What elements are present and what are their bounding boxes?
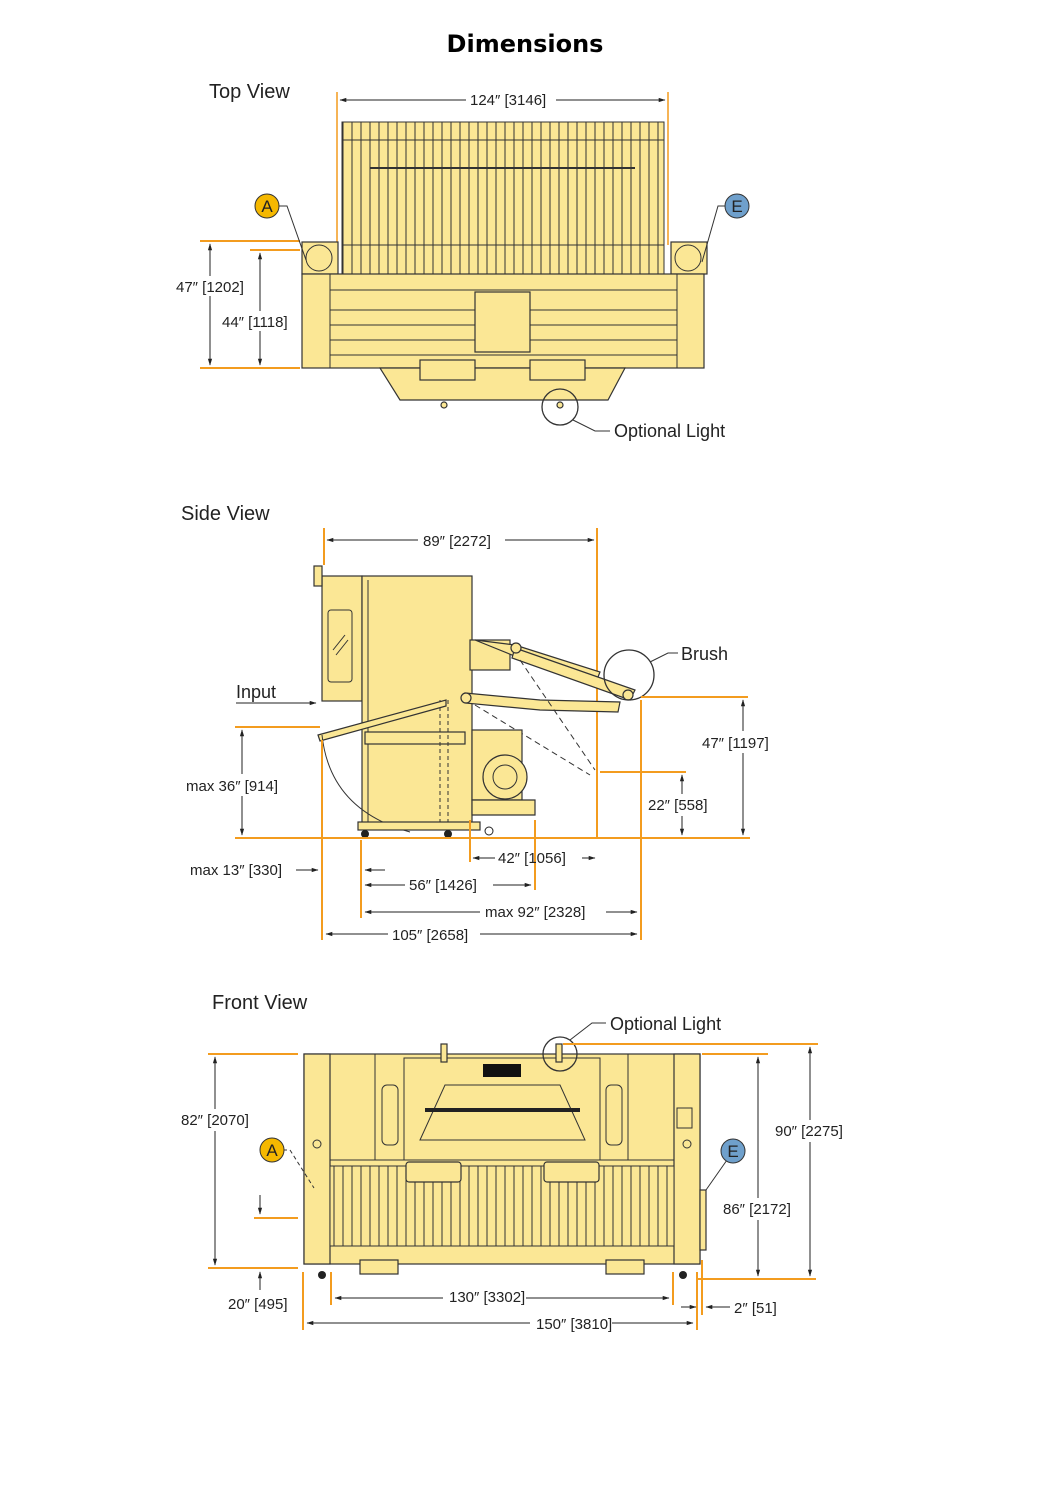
page-title: Dimensions (446, 30, 604, 58)
front-height-82-label: 82″ [2070] (181, 1112, 249, 1129)
front-height-90-label: 90″ [2275] (775, 1123, 843, 1140)
side-view-label: Side View (181, 503, 270, 525)
side-brush-label: Brush (681, 644, 728, 664)
front-width-130-label: 130″ [3302] (449, 1289, 525, 1306)
side-dim-105-label: 105″ [2658] (392, 927, 468, 944)
top-depth-body-label: 44″ [1118] (222, 314, 288, 331)
top-view-label: Top View (209, 81, 290, 103)
side-view-machine (313, 565, 636, 838)
top-view: Top View 124″ [3146] (172, 81, 750, 441)
top-width-label: 124″ [3146] (470, 92, 546, 109)
front-view-label: Front View (212, 992, 308, 1014)
side-dim-42-label: 42″ [1056] (498, 850, 566, 867)
badge-a-top: A (254, 193, 307, 261)
top-depth-overall-label: 47″ [1202] (176, 279, 244, 296)
top-view-machine (301, 121, 708, 409)
side-dim-92-label: max 92″ [2328] (485, 904, 585, 921)
side-input-label: Input (236, 682, 276, 702)
side-input-height-label: max 36″ [914] (186, 778, 278, 795)
side-lower-height-label: 22″ [558] (648, 797, 708, 814)
front-view: Front View (178, 992, 843, 1333)
front-optional-light-label: Optional Light (610, 1014, 721, 1034)
side-brush-height-label: 47″ [1197] (702, 735, 769, 752)
front-dim-2-label: 2″ [51] (734, 1300, 777, 1317)
badge-e-front: E (705, 1138, 746, 1191)
top-optional-light-label: Optional Light (614, 421, 725, 441)
badge-e-top: E (701, 193, 750, 263)
front-dim-20-label: 20″ [495] (228, 1296, 288, 1313)
front-width-150-label: 150″ [3810] (536, 1316, 612, 1333)
side-dim-13-label: max 13″ [330] (190, 862, 282, 879)
side-view: Side View 89″ [2272] (181, 503, 780, 944)
svg-text:E: E (727, 1142, 738, 1161)
front-height-86-label: 86″ [2172] (723, 1201, 791, 1218)
front-view-machine (303, 1043, 707, 1279)
svg-text:E: E (731, 197, 742, 216)
badge-a-front: A (259, 1137, 315, 1189)
side-dim-56-label: 56″ [1426] (409, 877, 477, 894)
svg-text:A: A (266, 1141, 278, 1160)
side-top-length-label: 89″ [2272] (423, 533, 491, 550)
svg-text:A: A (261, 197, 273, 216)
